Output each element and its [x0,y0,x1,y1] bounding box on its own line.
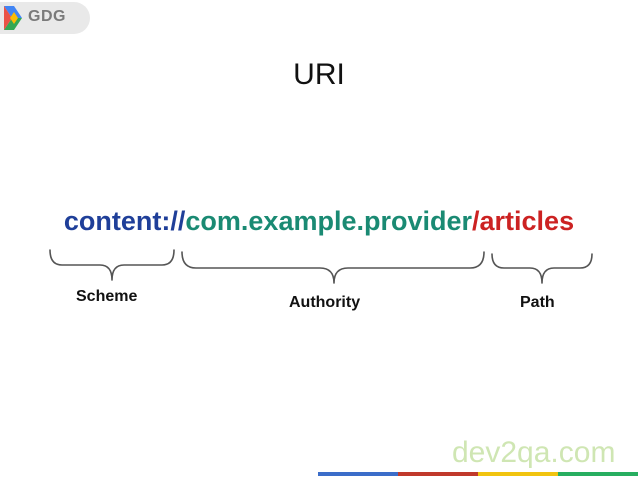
slide-title: URI [293,58,345,91]
watermark-text: dev2qa.com [452,436,616,469]
path-brace [491,253,593,284]
color-bar-segment [318,472,398,476]
watermark-color-bar [318,472,638,476]
gdg-logo-icon [4,6,22,30]
path-label: Path [520,294,555,311]
uri-example: content://com.example.provider/articles [0,206,638,237]
gdg-badge-text: GDG [28,8,66,25]
authority-label: Authority [289,294,361,311]
color-bar-segment [478,472,558,476]
color-bar-segment [558,472,638,476]
authority-brace [181,251,485,284]
scheme-label: Scheme [76,288,138,305]
uri-scheme-text: content:// [63,206,186,236]
gdg-badge: GDG [0,2,90,34]
uri-authority-text: com.example.provider [185,206,473,236]
scheme-brace [49,249,175,281]
uri-path-text: /articles [472,206,575,236]
color-bar-segment [398,472,478,476]
